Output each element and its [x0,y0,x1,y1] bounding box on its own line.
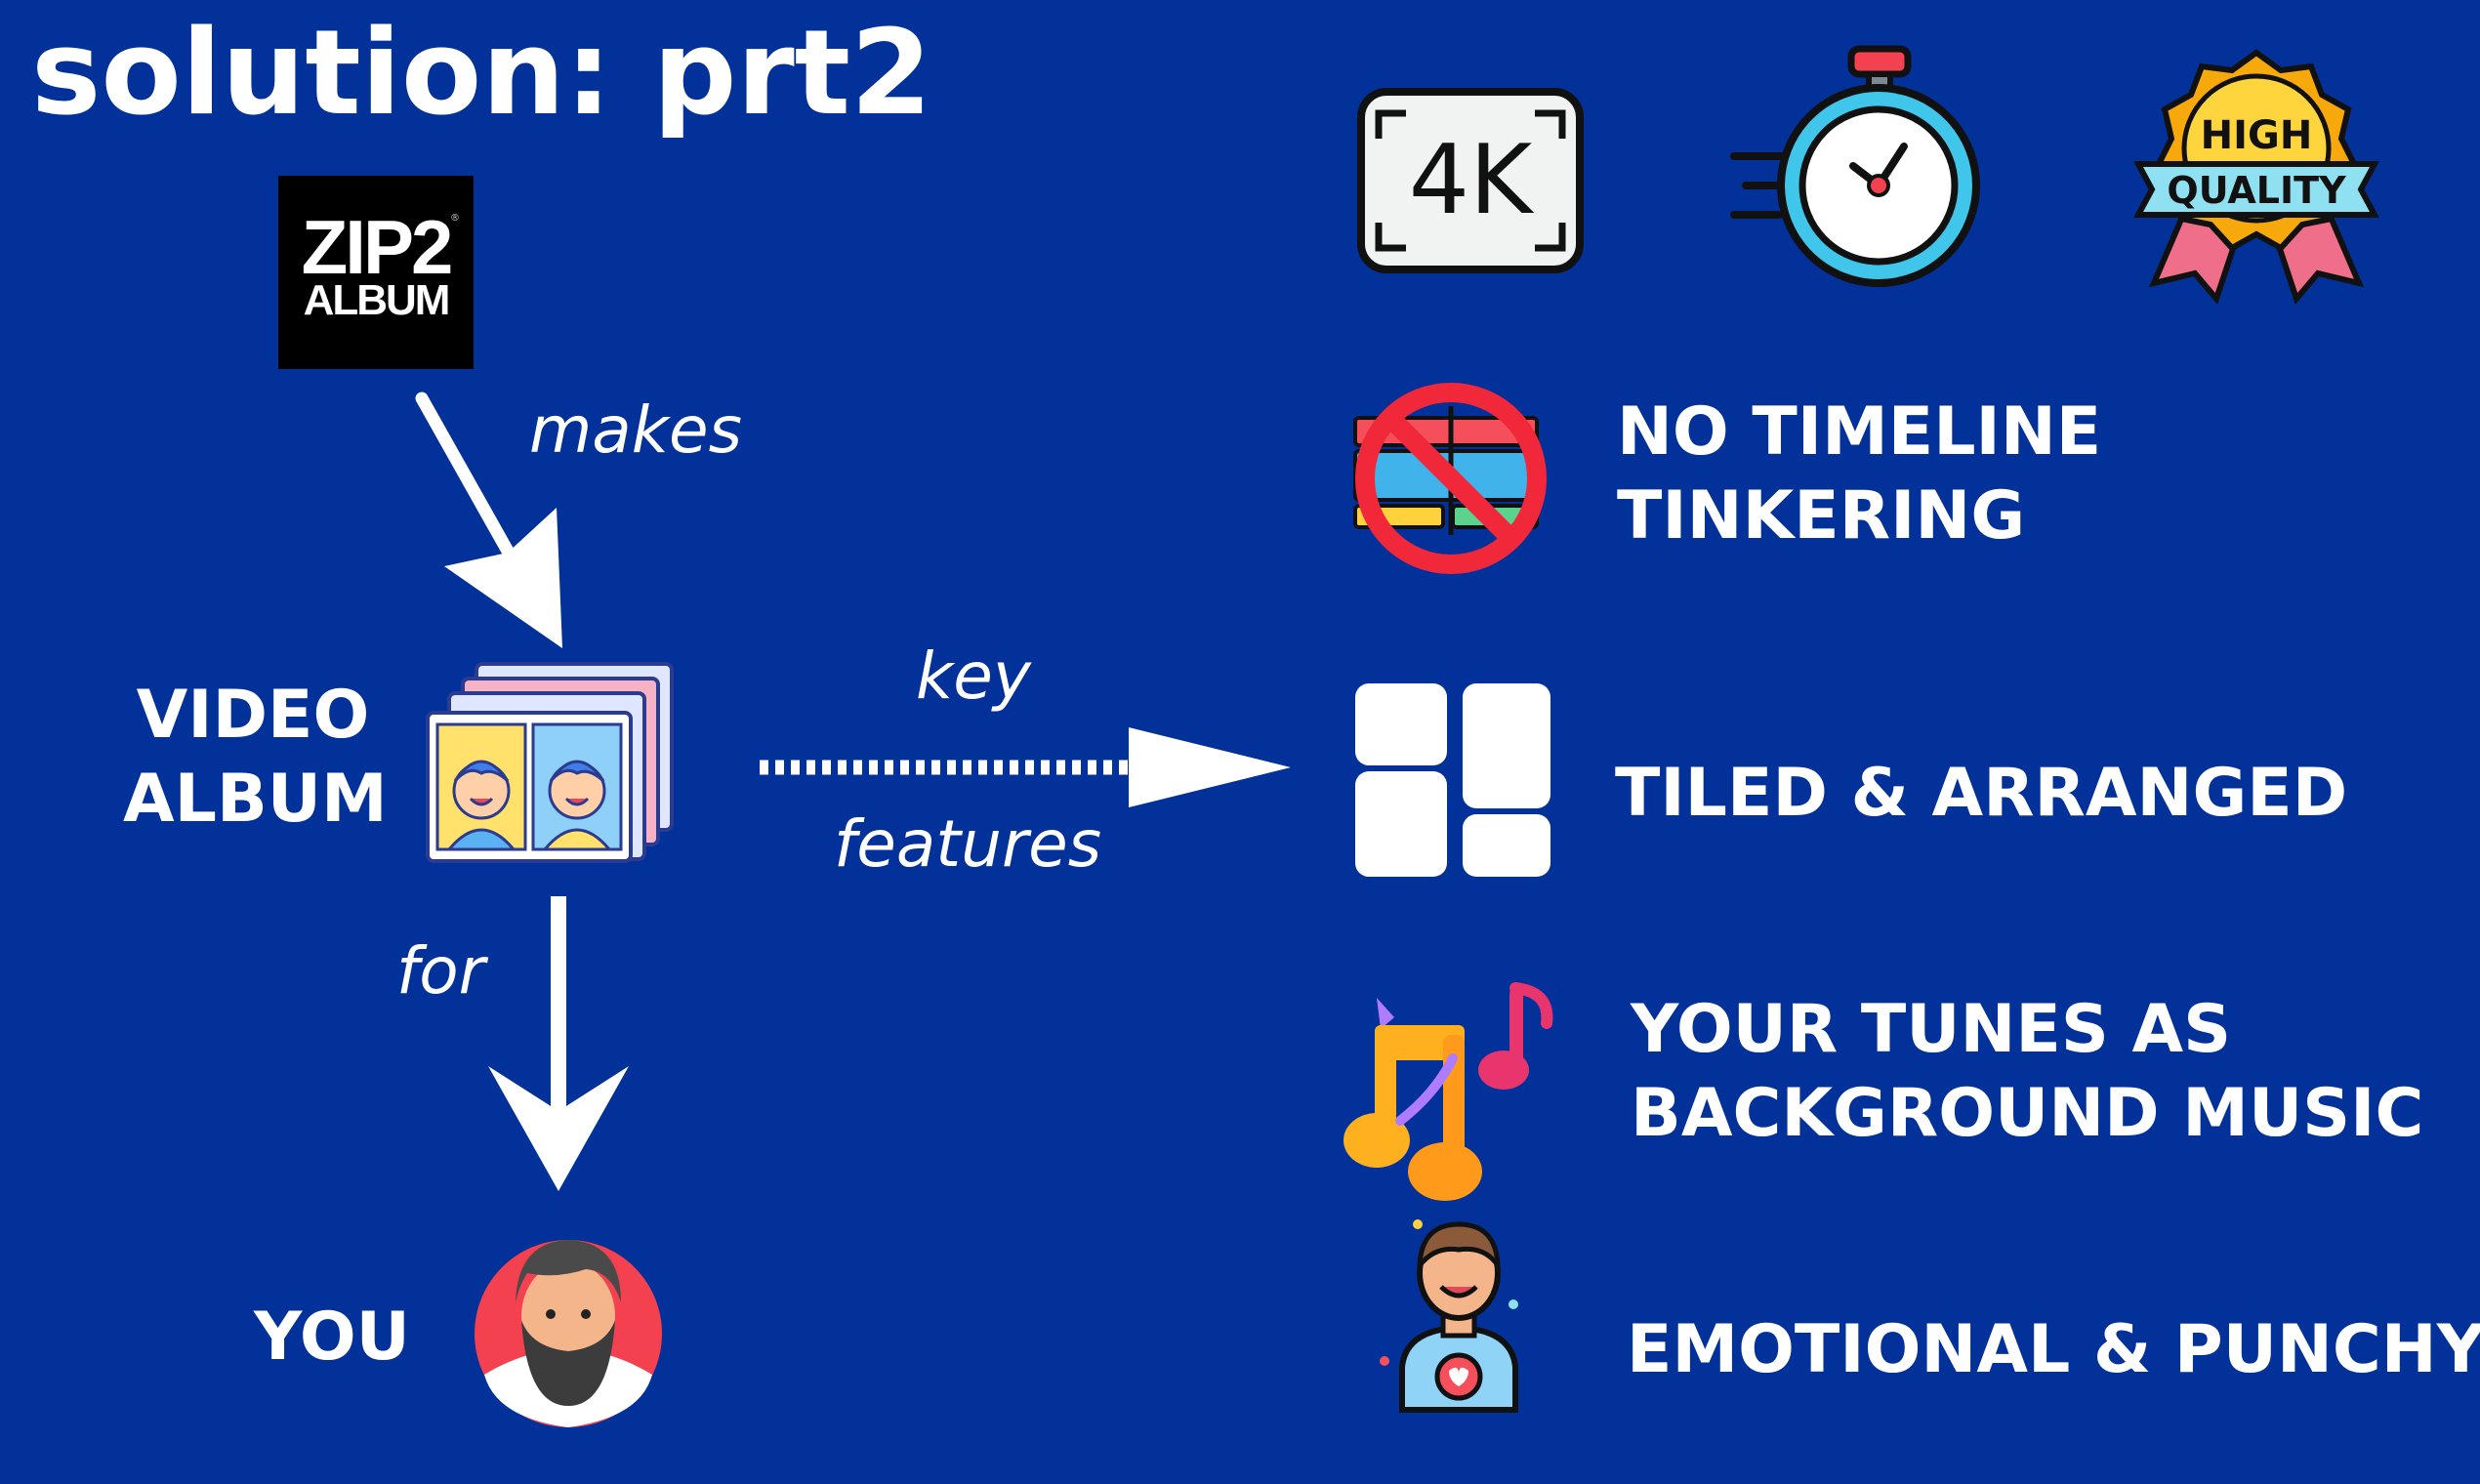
feature-no-timeline: NO TIMELINE TINKERING [1617,391,2101,558]
feature-tunes-line-2: BACKGROUND MUSIC [1631,1075,2424,1152]
feature-tiled: TILED & ARRANGED [1615,752,2347,836]
badge-line-1: HIGH [2201,113,2313,158]
emotional-person-icon [1380,1219,1518,1413]
feature-tunes: YOUR TUNES AS BACKGROUND MUSIC [1631,988,2423,1156]
features-label: features [834,806,1102,882]
you-label: YOU [254,1298,410,1376]
feature-no-timeline-line-2: TINKERING [1617,477,2026,555]
4k-resolution-icon: 4K [1357,88,1584,273]
you-avatar-icon [475,1240,662,1427]
high-quality-badge-icon: HIGH QUALITY [2132,49,2380,306]
makes-label: makes [529,392,742,468]
logo-line-1: ZIP2 [301,204,454,290]
page-title: solution: prt2 [31,6,932,142]
logo-trademark-mark: ® [450,213,460,224]
badge-line-2: QUALITY [2167,169,2346,212]
photo-album-icon [426,662,674,863]
key-features-arrow [760,727,1291,807]
video-album-line-2: ALBUM [123,761,388,838]
feature-emotional: EMOTIONAL & PUNCHY [1627,1308,2480,1392]
feature-no-timeline-line-1: NO TIMELINE [1617,393,2102,471]
stopwatch-icon [1730,45,1980,287]
4k-text: 4K [1409,125,1535,236]
logo-line-2: ALBUM [303,276,451,324]
makes-arrow [415,392,562,648]
tiled-layout-icon [1355,683,1550,877]
feature-tunes-line-1: YOUR TUNES AS [1631,991,2232,1068]
zip2album-logo: ZIP2 ALBUM ® [278,176,474,369]
video-album-line-1: VIDEO [136,677,370,754]
feature-tiled-line-1: TILED & ARRANGED [1615,755,2348,832]
key-label: key [916,639,1031,714]
for-label: for [396,933,485,1009]
video-album-label: VIDEO ALBUM [123,674,388,842]
no-timeline-icon [1353,383,1547,574]
for-arrow [488,896,629,1191]
music-note-icon [1343,982,1553,1201]
feature-emotional-line-1: EMOTIONAL & PUNCHY [1627,1311,2480,1388]
